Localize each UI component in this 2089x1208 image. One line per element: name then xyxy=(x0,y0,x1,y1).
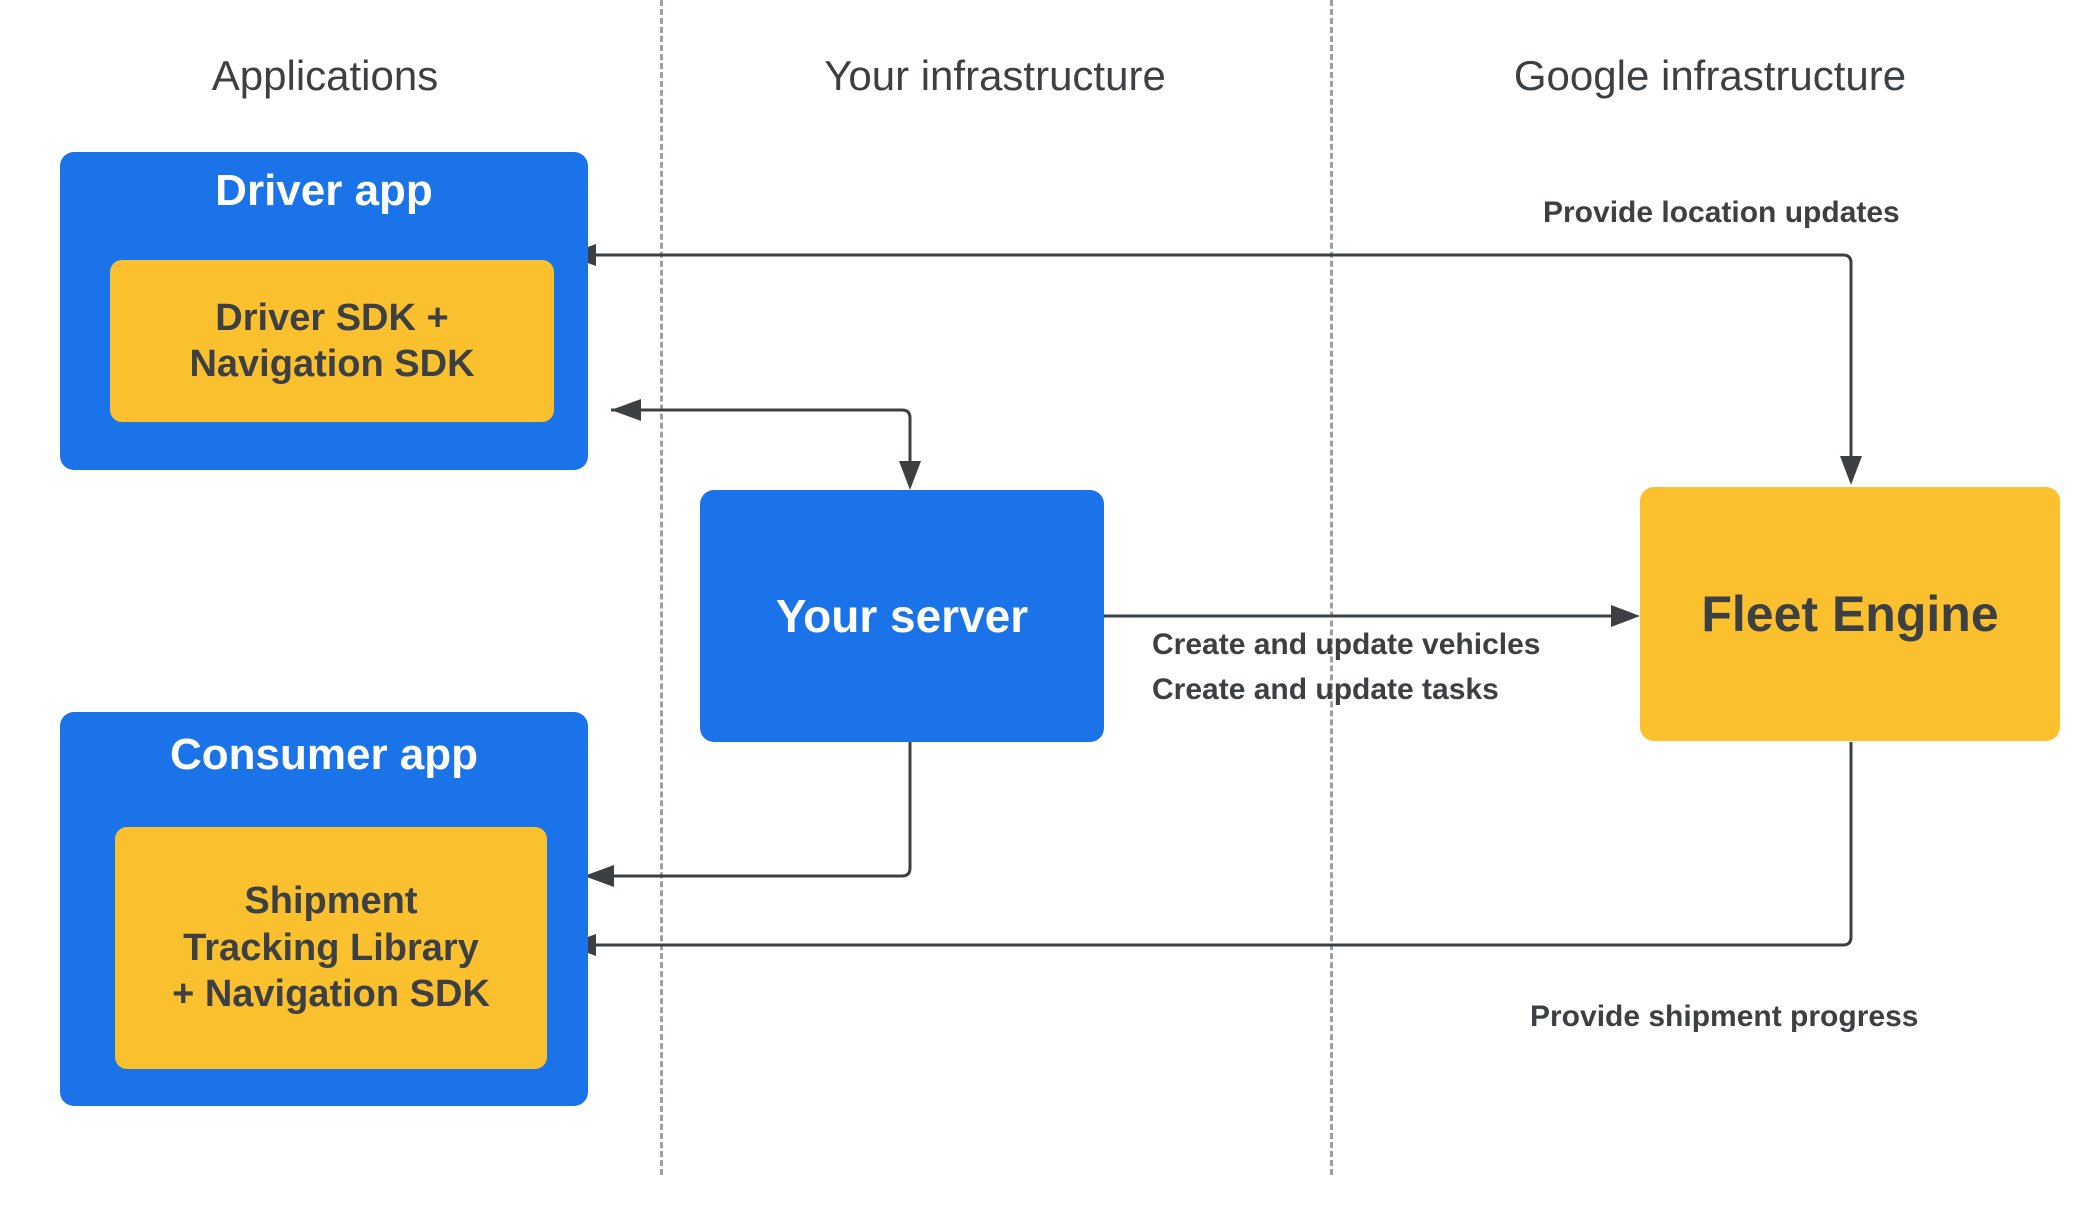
node-consumer-sdk-line1: Shipment xyxy=(244,880,418,923)
node-driver-sdk-line1: Driver SDK + xyxy=(215,296,449,339)
node-consumer-app-title: Consumer app xyxy=(169,730,479,779)
column-header-applications: Applications xyxy=(211,52,439,99)
node-driver-sdk[interactable]: Driver SDK + Navigation SDK xyxy=(110,260,554,422)
node-consumer-sdk[interactable]: Shipment Tracking Library + Navigation S… xyxy=(115,827,547,1069)
column-divider-right xyxy=(1330,0,1333,1175)
edge-label-provide-location-updates: Provide location updates xyxy=(1543,196,1900,229)
node-consumer-sdk-line3: + Navigation SDK xyxy=(172,973,490,1016)
edge-create-and-update xyxy=(1104,605,1640,627)
node-driver-app[interactable]: Driver app Driver SDK + Navigation SDK xyxy=(60,152,588,470)
edge-label-create-and-update-tasks: Create and update tasks xyxy=(1152,673,1499,706)
edge-provide-location-updates xyxy=(566,244,1862,485)
edge-provide-shipment-progress xyxy=(566,742,1853,956)
column-divider-left xyxy=(660,0,663,1175)
node-consumer-sdk-label: Shipment Tracking Library + Navigation S… xyxy=(172,878,490,1017)
node-fleet-engine-label: Fleet Engine xyxy=(1701,586,1999,642)
node-consumer-app[interactable]: Consumer app Shipment Tracking Library +… xyxy=(60,712,588,1106)
node-your-server[interactable]: Your server xyxy=(700,490,1104,742)
node-driver-app-title: Driver app xyxy=(215,166,433,215)
node-fleet-engine[interactable]: Fleet Engine xyxy=(1640,487,2060,741)
node-your-server-label: Your server xyxy=(775,590,1029,642)
node-driver-sdk-line2: Navigation SDK xyxy=(189,343,475,385)
edge-label-create-and-update-vehicles: Create and update vehicles xyxy=(1152,628,1541,661)
column-header-your-infrastructure: Your infrastructure xyxy=(824,52,1166,99)
node-driver-sdk-label: Driver SDK + Navigation SDK xyxy=(189,295,474,388)
edge-server-to-driver-app xyxy=(611,399,921,490)
edge-server-to-consumer-app xyxy=(584,742,912,887)
column-header-google-infrastructure: Google infrastructure xyxy=(1513,52,1907,99)
node-consumer-sdk-line2: Tracking Library xyxy=(183,926,479,969)
edge-label-provide-shipment-progress: Provide shipment progress xyxy=(1530,1000,1919,1033)
